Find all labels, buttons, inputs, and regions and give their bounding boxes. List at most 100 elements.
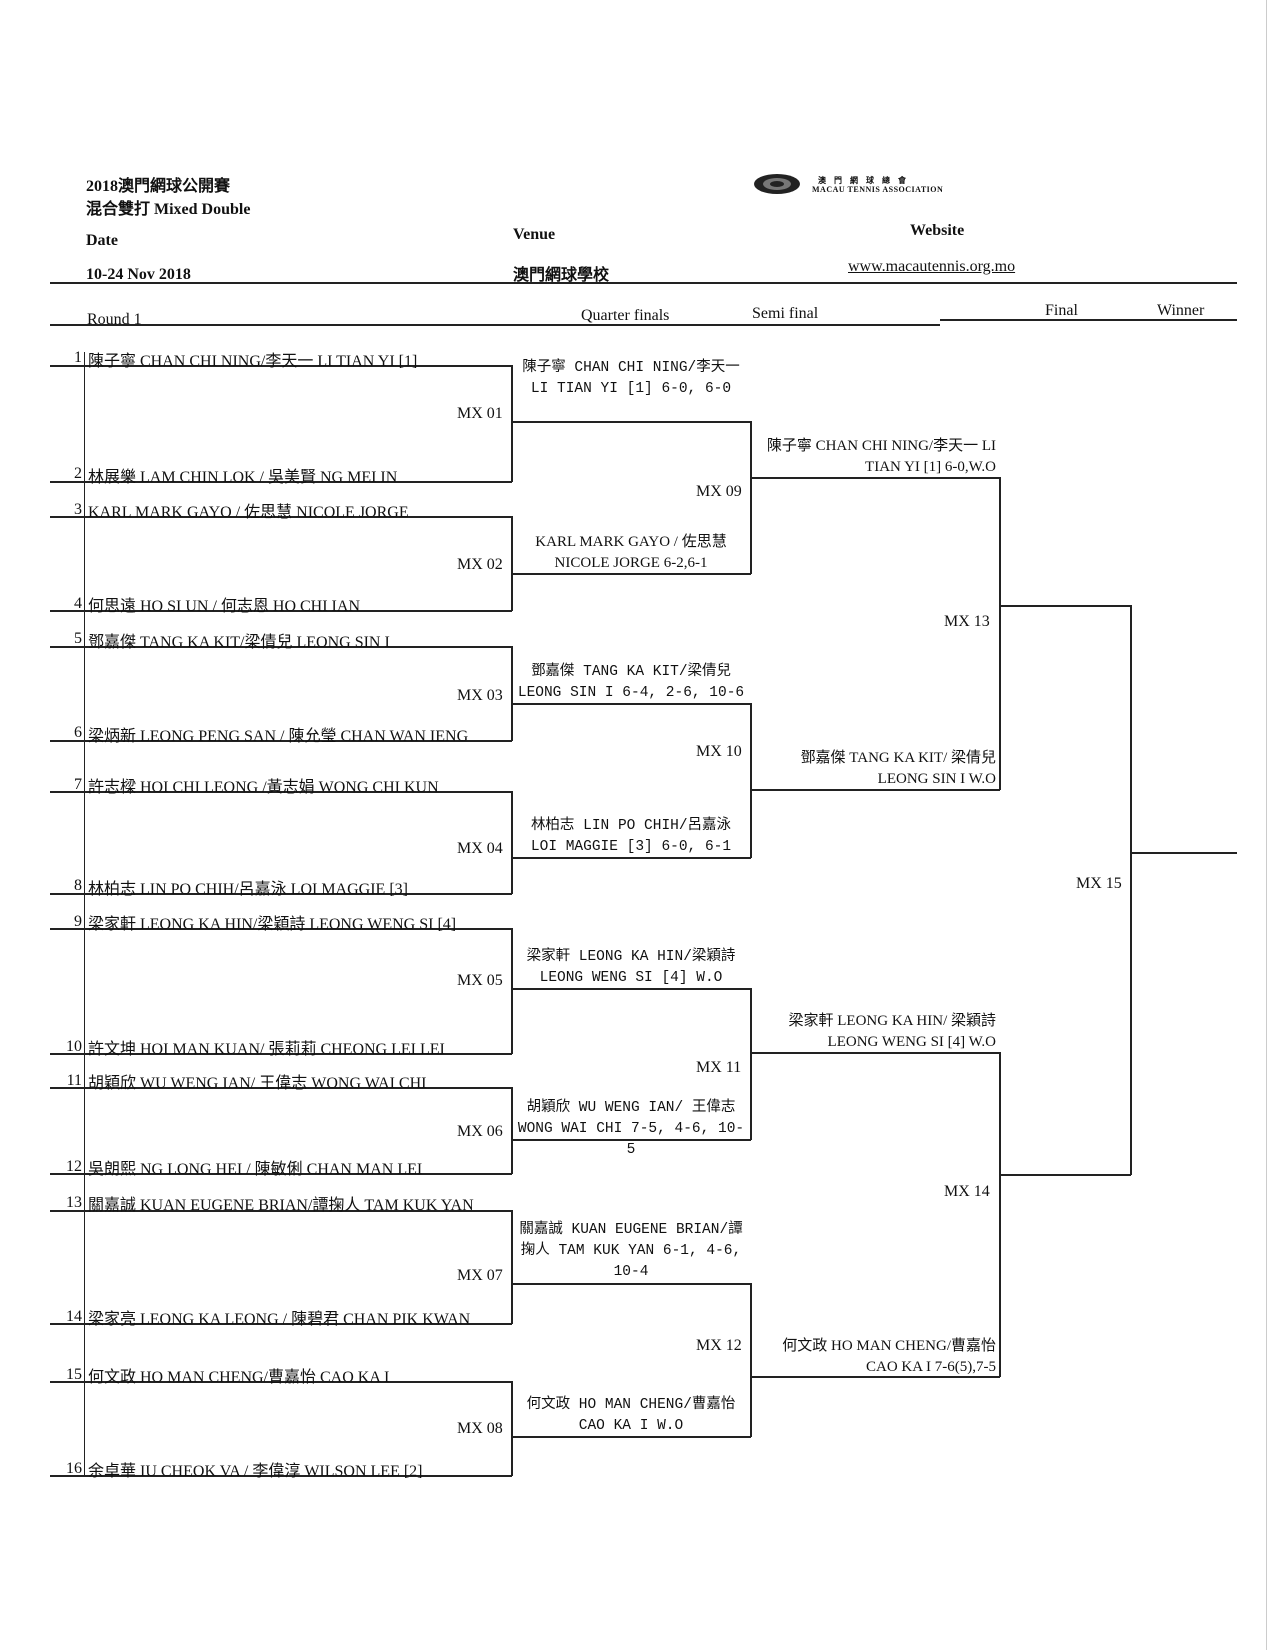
r1-line-7	[50, 791, 512, 793]
sf-line-2	[750, 789, 1000, 791]
seed-number: 6	[74, 724, 82, 741]
qf-line-5	[511, 988, 751, 990]
qf-result-5: 梁家軒 LEONG KA HIN/梁穎詩 LEONG WENG SI [4] W…	[526, 949, 736, 986]
r1-bracket-4	[511, 791, 513, 894]
seed-number: 9	[74, 913, 82, 930]
player-10: 許文坤 HOI MAN KUAN/ 張莉莉 CHEONG LEI LEI	[88, 1041, 445, 1058]
r1-bracket-7	[511, 1210, 513, 1324]
qf-bracket-3	[750, 988, 752, 1140]
match-label: MX 12	[696, 1337, 742, 1354]
qf-bracket-4	[750, 1283, 752, 1437]
winner-line	[1130, 852, 1237, 854]
final-line-1	[999, 605, 1131, 607]
seed-number: 15	[66, 1366, 82, 1383]
qf-line-2	[511, 573, 751, 575]
r1-line-11	[50, 1087, 512, 1089]
player-3: KARL MARK GAYO / 佐思慧 NICOLE JORGE	[88, 504, 409, 521]
sf-bracket-2	[999, 1052, 1001, 1377]
match-label: MX 13	[944, 613, 990, 630]
r1-line-4	[50, 610, 512, 612]
r1-bracket-6	[511, 1087, 513, 1174]
seed-column-line	[84, 352, 85, 1476]
sf-bracket-1	[999, 477, 1001, 790]
player-5: 鄧嘉傑 TANG KA KIT/梁倩兒 LEONG SIN I	[88, 634, 390, 651]
header-divider	[50, 282, 1237, 284]
col-final: Final	[1045, 302, 1078, 319]
seed-number: 3	[74, 501, 82, 518]
match-label: MX 05	[457, 972, 503, 989]
match-label: MX 08	[457, 1420, 503, 1437]
qf-line-1	[511, 421, 751, 423]
association-logo-icon	[752, 172, 802, 196]
seed-number: 1	[74, 349, 82, 366]
player-7: 許志樑 HOI CHI LEONG /黃志娟 WONG CHI KUN	[88, 779, 439, 796]
venue-value: 澳門網球學校	[513, 267, 610, 284]
page-edge	[1266, 0, 1267, 1650]
player-12: 吳朗熙 NG LONG HEI / 陳敏俐 CHAN MAN LEI	[88, 1161, 423, 1178]
match-label: MX 10	[696, 743, 742, 760]
player-1: 陳子寧 CHAN CHI NING/李天一 LI TIAN YI [1]	[88, 353, 418, 370]
player-2: 林展樂 LAM CHIN LOK / 吳美賢 NG MEI IN	[88, 469, 398, 486]
match-label: MX 02	[457, 556, 503, 573]
qf-line-3	[511, 703, 751, 705]
qf-bracket-1	[750, 421, 752, 574]
player-11: 胡穎欣 WU WENG IAN/ 王偉志 WONG WAI CHI	[88, 1075, 427, 1092]
r1-bracket-8	[511, 1381, 513, 1476]
qf-line-7	[511, 1283, 751, 1285]
seed-number: 14	[66, 1308, 82, 1325]
r1-line-10	[50, 1053, 512, 1055]
match-label: MX 03	[457, 687, 503, 704]
player-9: 梁家軒 LEONG KA HIN/梁穎詩 LEONG WENG SI [4]	[88, 916, 457, 933]
qf-result-3: 鄧嘉傑 TANG KA KIT/梁倩兒 LEONG SIN I 6-4, 2-6…	[517, 664, 745, 701]
sf-line-3	[750, 1052, 1000, 1054]
seed-number: 5	[74, 630, 82, 647]
seed-number: 4	[74, 595, 82, 612]
r1-line-12	[50, 1173, 512, 1175]
r1-line-14	[50, 1323, 512, 1325]
seed-number: 8	[74, 877, 82, 894]
final-bracket	[1130, 605, 1132, 1175]
qf-result-7: 關嘉誠 KUAN EUGENE BRIAN/譚掬人 TAM KUK YAN 6-…	[519, 1222, 743, 1280]
qf-result-8: 何文政 HO MAN CHENG/曹嘉怡 CAO KA I W.O	[526, 1397, 736, 1434]
website-link[interactable]: www.macautennis.org.mo	[848, 258, 1016, 275]
qf-result-6: 胡穎欣 WU WENG IAN/ 王偉志 WONG WAI CHI 7-5, 4…	[517, 1100, 745, 1158]
column-header-underline	[50, 324, 940, 326]
player-6: 梁炳新 LEONG PENG SAN / 陳允瑩 CHAN WAN IENG	[88, 728, 469, 745]
r1-bracket-2	[511, 516, 513, 611]
date-value: 10-24 Nov 2018	[86, 266, 191, 283]
col-winner: Winner	[1157, 302, 1205, 319]
match-label: MX 15	[1076, 875, 1122, 892]
seed-number: 16	[66, 1460, 82, 1477]
seed-number: 10	[66, 1038, 82, 1055]
logo-text-cn: 澳 門 網 球 總 會	[818, 176, 909, 185]
r1-line-15	[50, 1381, 512, 1383]
qf-line-6	[511, 1139, 751, 1141]
seed-number: 7	[74, 776, 82, 793]
r1-bracket-5	[511, 928, 513, 1054]
player-15: 何文政 HO MAN CHENG/曹嘉怡 CAO KA I	[88, 1369, 390, 1386]
col-round1: Round 1	[87, 311, 142, 328]
seed-number: 13	[66, 1194, 82, 1211]
r1-line-8	[50, 893, 512, 895]
sf-result-2: 鄧嘉傑 TANG KA KIT/ 梁倩兒 LEONG SIN I W.O	[800, 750, 996, 787]
qf-line-4	[511, 857, 751, 859]
qf-result-4: 林柏志 LIN PO CHIH/呂嘉泳 LOI MAGGIE [3] 6-0, …	[530, 818, 732, 855]
website-label: Website	[910, 222, 965, 239]
column-header-underline-right	[940, 319, 1237, 321]
seed-number: 11	[66, 1072, 82, 1089]
event-title: 混合雙打 Mixed Double	[86, 201, 251, 218]
r1-bracket-3	[511, 646, 513, 741]
final-line-2	[999, 1174, 1131, 1176]
match-label: MX 09	[696, 483, 742, 500]
r1-bracket-1	[511, 365, 513, 482]
qf-result-1: 陳子寧 CHAN CHI NING/李天一 LI TIAN YI [1] 6-0…	[522, 360, 740, 397]
r1-line-6	[50, 740, 512, 742]
match-label: MX 07	[457, 1267, 503, 1284]
r1-line-1	[50, 365, 512, 367]
player-8: 林柏志 LIN PO CHIH/呂嘉泳 LOI MAGGIE [3]	[88, 881, 408, 898]
player-14: 梁家亮 LEONG KA LEONG / 陳碧君 CHAN PIK KWAN	[88, 1311, 471, 1328]
qf-bracket-2	[750, 703, 752, 858]
r1-line-9	[50, 928, 512, 930]
venue-label: Venue	[513, 226, 556, 243]
sf-result-3: 梁家軒 LEONG KA HIN/ 梁穎詩 LEONG WENG SI [4] …	[788, 1013, 997, 1050]
